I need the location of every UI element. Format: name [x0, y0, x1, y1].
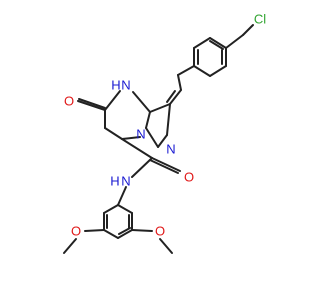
bond-line	[151, 157, 181, 172]
bond-line	[103, 229, 119, 239]
bond-line	[166, 90, 176, 103]
ring-nh-hydrogen-label: H	[111, 78, 120, 93]
lactam-oxygen-label: O	[64, 94, 74, 109]
bond-line	[193, 65, 211, 77]
chlorine-atom-label: Cl	[254, 12, 266, 27]
bond-line	[131, 229, 153, 232]
molecule-structure-diagram: Cl H N O N N O N H O O	[63, 12, 266, 254]
bond-line	[121, 138, 153, 159]
bond-line	[117, 204, 133, 214]
ring-nh-nitrogen-label: N	[121, 78, 130, 93]
bond-line	[145, 111, 151, 129]
bond-line	[132, 91, 151, 113]
bond-line	[209, 37, 227, 49]
bond-line	[209, 40, 224, 50]
pyrazole-nitrogen-1-label: N	[136, 127, 145, 142]
bond-line	[225, 34, 244, 49]
bond-line	[117, 186, 127, 206]
bond-line	[193, 37, 211, 49]
bond-line	[104, 90, 121, 111]
pyrazole-nitrogen-2-label: N	[166, 142, 175, 157]
bond-line	[104, 127, 123, 140]
bond-line	[103, 204, 119, 214]
bond-line	[177, 74, 182, 91]
bond-line	[131, 157, 153, 178]
bond-line	[177, 65, 195, 76]
bond-line	[121, 136, 141, 140]
bond-line	[118, 227, 131, 235]
methoxy-oxygen-left-label: O	[71, 224, 81, 239]
bond-line	[209, 65, 227, 77]
amide-hydrogen-label: H	[110, 174, 119, 189]
bond-line	[166, 103, 171, 136]
bond-line	[63, 238, 77, 254]
bond-line	[242, 24, 254, 36]
bond-line	[169, 89, 182, 105]
bond-line	[157, 134, 168, 148]
bond-line	[77, 100, 106, 111]
amide-oxygen-label: O	[184, 170, 194, 185]
bond-line	[159, 238, 173, 254]
bond-line	[84, 229, 105, 232]
bond-line	[117, 229, 133, 239]
bond-line	[78, 98, 106, 109]
amide-nitrogen-label: N	[121, 174, 130, 189]
bond-line	[149, 103, 171, 113]
methoxy-oxygen-right-label: O	[155, 224, 165, 239]
bond-line	[149, 159, 179, 174]
bond-line	[145, 127, 159, 148]
atom-label-layer: Cl H N O N N O N H O O	[64, 12, 266, 239]
bond-layer	[63, 24, 254, 254]
